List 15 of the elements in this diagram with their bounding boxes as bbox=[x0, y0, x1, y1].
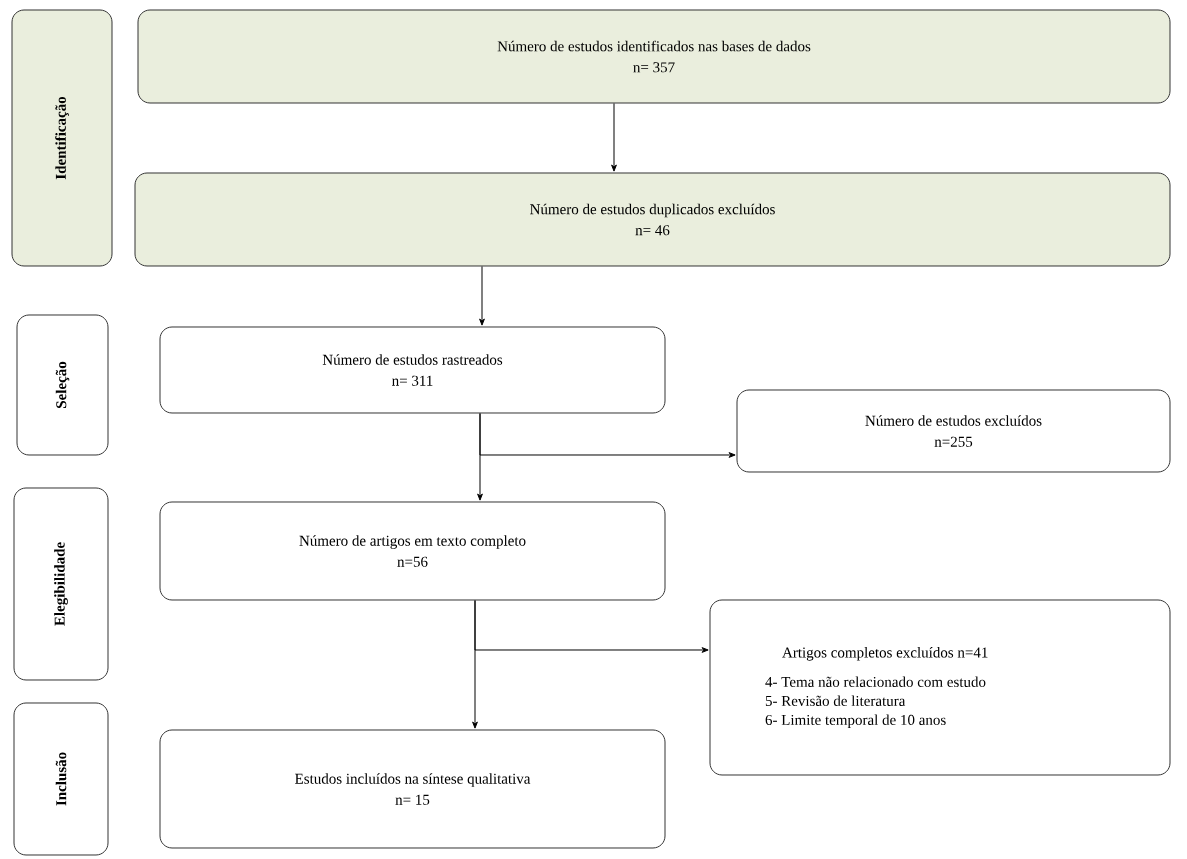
phase-label-box: Inclusão bbox=[13, 702, 109, 856]
process-box: Estudos incluídos na síntese qualitativa n= 15 bbox=[159, 729, 666, 849]
process-box: Número de estudos identificados nas bases de dados n= 357 bbox=[137, 9, 1171, 104]
arrow bbox=[474, 600, 709, 653]
exclusion-box: Artigos completos excluídos n=41 4- Tema não relacionado com estudo 5- Revisão de literatura 6- Limite temporal de 10 anos bbox=[709, 599, 1171, 776]
phase-label-box: Elegibilidade bbox=[13, 487, 109, 681]
phase-label-box: Seleção bbox=[16, 314, 109, 456]
arrow bbox=[479, 266, 485, 326]
arrow bbox=[611, 103, 617, 172]
arrow bbox=[479, 413, 736, 458]
process-box: Número de estudos excluídos n=255 bbox=[736, 389, 1171, 473]
process-box: Número de estudos rastreados n= 311 bbox=[159, 326, 666, 414]
process-box: Número de artigos em texto completo n=56 bbox=[159, 501, 666, 601]
process-box: Número de estudos duplicados excluídos n= 46 bbox=[134, 172, 1171, 267]
phase-label-box: Identificação bbox=[11, 9, 113, 267]
